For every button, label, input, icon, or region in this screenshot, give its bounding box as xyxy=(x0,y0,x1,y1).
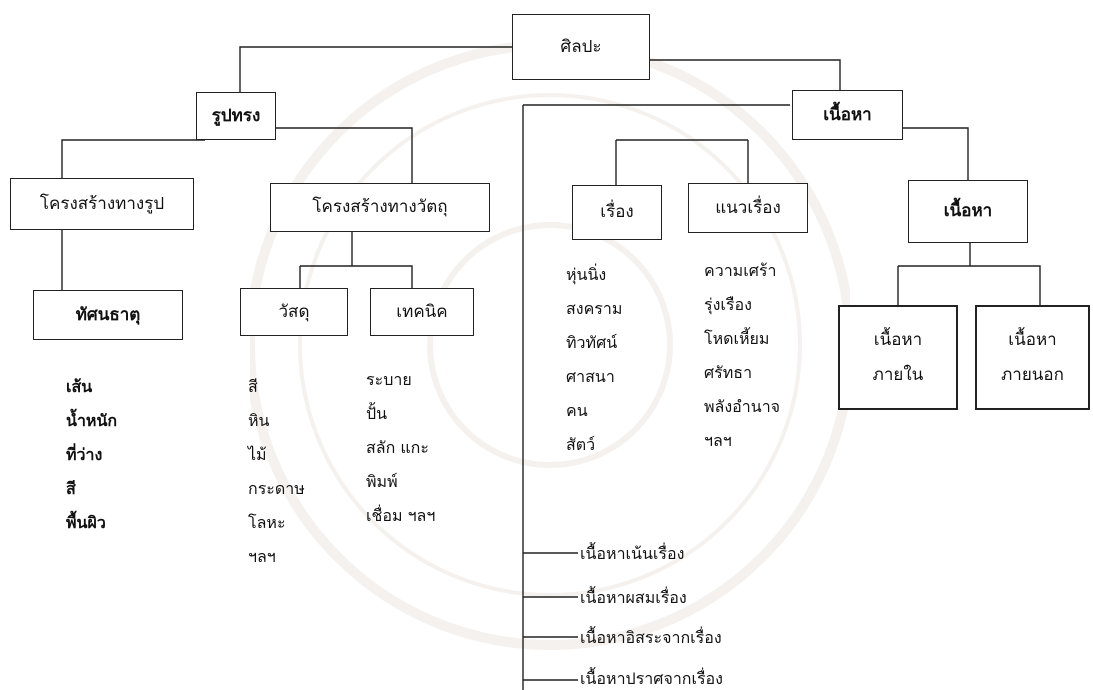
list-item: ฯลฯ xyxy=(248,547,276,566)
relation-content-emphasizes-subject: เนื้อหาเน้นเรื่อง xyxy=(580,544,685,563)
list-item: สัตว์ xyxy=(566,435,596,454)
list-item: พลังอำนาจ xyxy=(704,397,781,416)
list-item: กระดาษ xyxy=(248,479,305,498)
list-item: หุ่นนิ่ง xyxy=(566,265,607,284)
list-item: ปั้น xyxy=(366,404,388,423)
inner-content-line-2: ภายใน xyxy=(872,364,924,385)
list-item: ไม้ xyxy=(248,445,267,464)
list-item: พื้นผิว xyxy=(66,513,106,532)
list-materials: สี หิน ไม้ กระดาษ โลหะ ฯลฯ xyxy=(248,370,305,574)
list-item: เชื่อม ฯลฯ xyxy=(366,506,436,525)
node-visual-structure: โครงสร้างทางรูป xyxy=(10,178,194,230)
list-visual-elements: เส้น น้ำหนัก ที่ว่าง สี พื้นผิว xyxy=(66,370,117,540)
list-item: รุ่งเรือง xyxy=(704,295,752,314)
node-techniques: เทคนิค xyxy=(370,288,474,336)
list-subjects: หุ่นนิ่ง สงคราม ทิวทัศน์ ศาสนา คน สัตว์ xyxy=(566,258,622,462)
node-outer-content: เนื้อหา ภายนอก xyxy=(975,305,1090,410)
list-item: สงคราม xyxy=(566,299,623,318)
list-item: ทิวทัศน์ xyxy=(566,333,618,352)
list-item: ฯลฯ xyxy=(704,431,732,450)
list-item: คน xyxy=(566,401,588,420)
list-item: พิมพ์ xyxy=(366,472,398,491)
list-item: สี xyxy=(66,479,76,498)
list-item: ระบาย xyxy=(366,370,412,389)
node-material-structure: โครงสร้างทางวัตถุ xyxy=(270,183,490,232)
list-item: ที่ว่าง xyxy=(66,445,103,464)
list-item: ความเศร้า xyxy=(704,261,777,280)
outer-content-line-2: ภายนอก xyxy=(1001,364,1064,385)
list-themes: ความเศร้า รุ่งเรือง โหดเหี้ยม ศรัทธา พลั… xyxy=(704,254,780,458)
list-item: เส้น xyxy=(66,377,93,396)
list-techniques: ระบาย ปั้น สลัก แกะ พิมพ์ เชื่อม ฯลฯ xyxy=(366,363,435,533)
node-inner-content: เนื้อหา ภายใน xyxy=(838,305,958,410)
relation-content-independent-of-subject: เนื้อหาอิสระจากเรื่อง xyxy=(580,628,722,647)
node-content-type: เนื้อหา xyxy=(908,180,1028,243)
node-content: เนื้อหา xyxy=(792,90,903,140)
relation-content-mixed-with-subject: เนื้อหาผสมเรื่อง xyxy=(580,588,687,607)
node-theme: แนวเรื่อง xyxy=(688,183,808,233)
node-form: รูปทรง xyxy=(196,92,276,140)
list-item: น้ำหนัก xyxy=(66,411,118,430)
list-item: ศาสนา xyxy=(566,367,615,386)
list-item: หิน xyxy=(248,411,270,430)
list-item: ศรัทธา xyxy=(704,363,753,382)
node-materials: วัสดุ xyxy=(240,288,348,336)
list-item: โหดเหี้ยม xyxy=(704,329,770,348)
node-subject: เรื่อง xyxy=(572,185,662,240)
inner-content-line-1: เนื้อหา xyxy=(873,329,923,350)
list-item: โลหะ xyxy=(248,513,286,532)
node-visual-elements: ทัศนธาตุ xyxy=(33,290,183,340)
list-item: สลัก แกะ xyxy=(366,438,429,457)
relation-content-without-subject: เนื้อหาปราศจากเรื่อง xyxy=(580,669,723,688)
list-item: สี xyxy=(248,377,258,396)
node-art: ศิลปะ xyxy=(512,14,650,80)
outer-content-line-1: เนื้อหา xyxy=(1008,329,1057,350)
